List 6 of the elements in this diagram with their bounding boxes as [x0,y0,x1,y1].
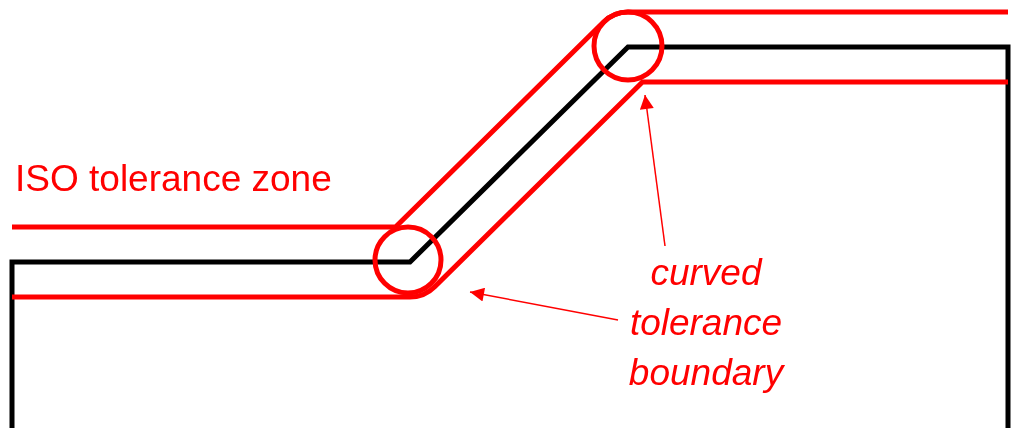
callout-text: curved tolerance boundary [620,248,792,398]
leader-line [469,287,619,321]
zone-label: ISO tolerance zone [15,158,332,200]
tolerance-circle [372,224,444,296]
leader-line [639,94,666,247]
tolerance-circle [591,9,665,83]
